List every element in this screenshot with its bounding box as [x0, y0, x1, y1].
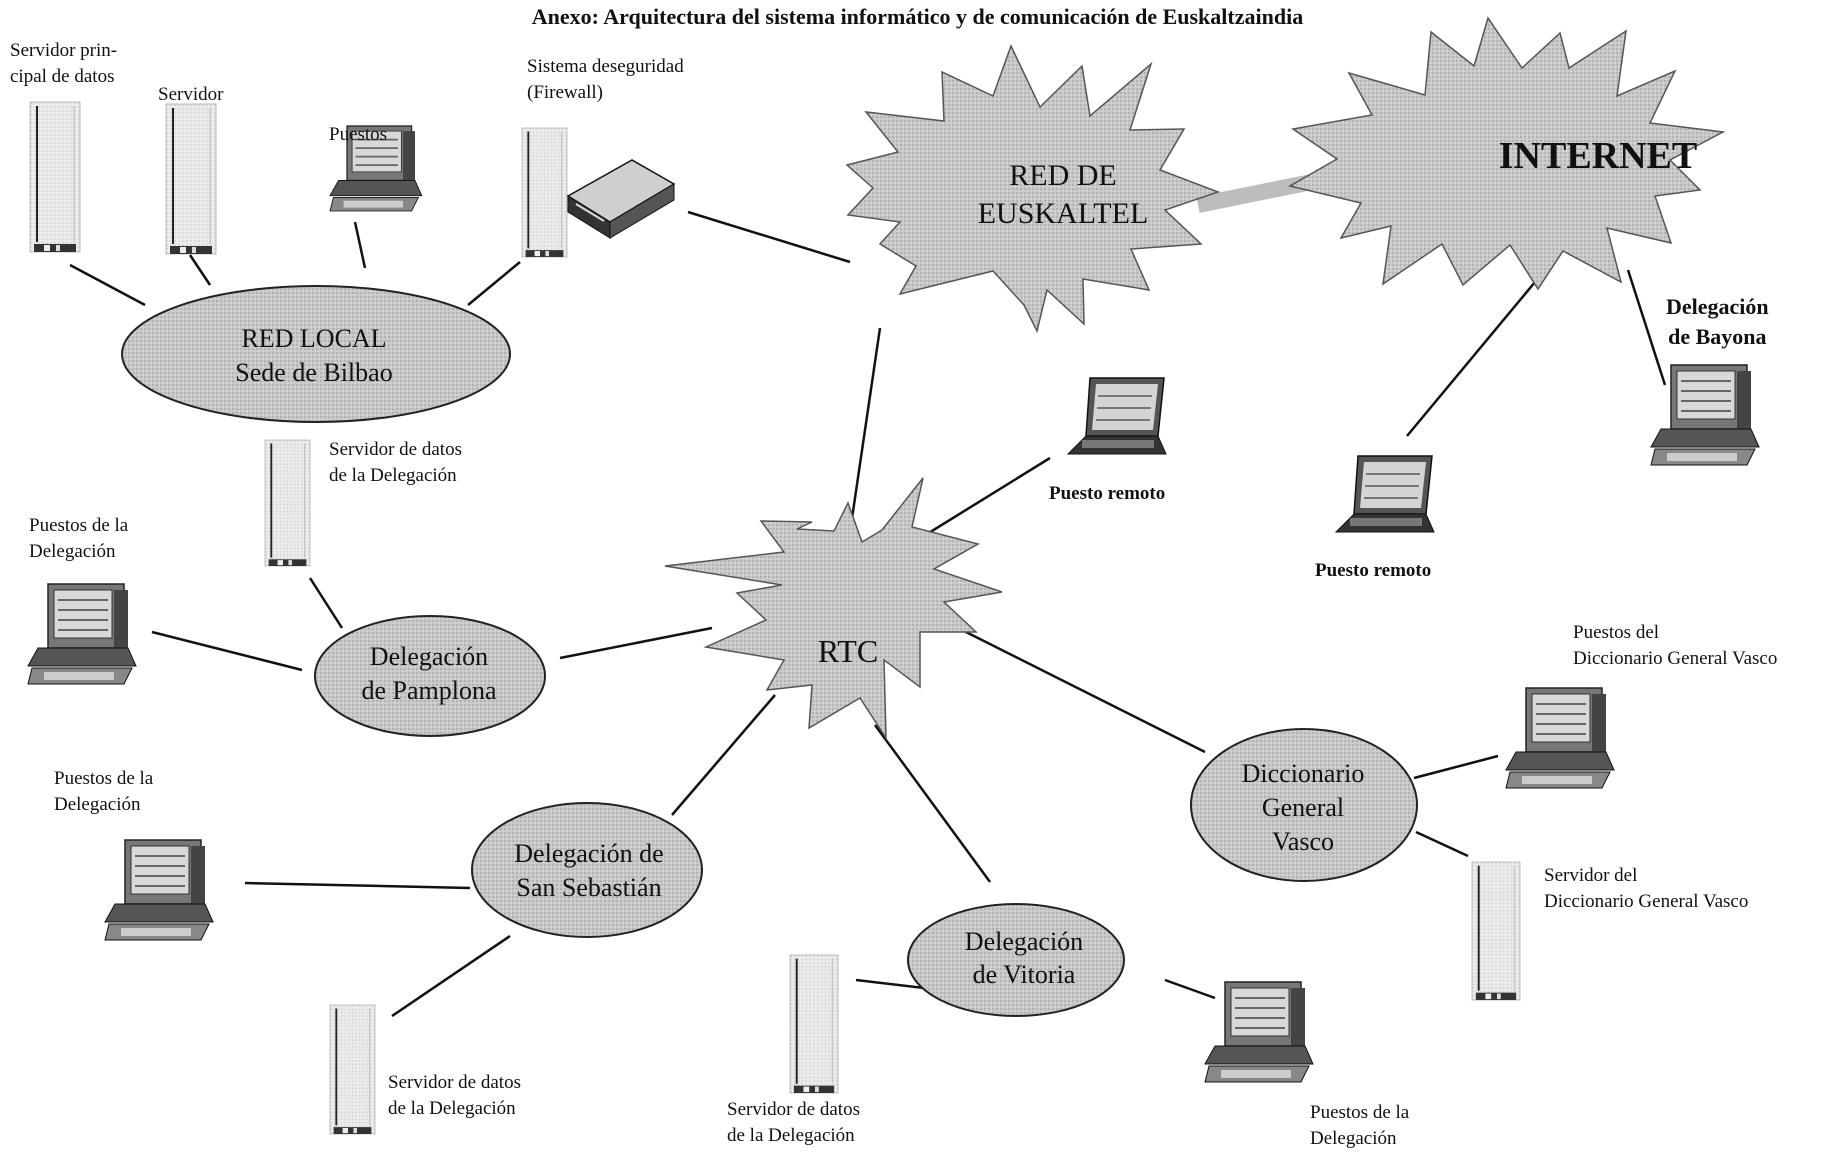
- cloud-rtc: RTC: [664, 477, 1003, 741]
- cloud-euskaltel: RED DE EUSKALTEL: [845, 44, 1221, 334]
- ellipse-vitoria-line1: Delegación: [965, 927, 1083, 956]
- label-puestos-pamplona: Puestos de la Delegación: [29, 515, 129, 562]
- label-firewall: Sistema deseguridad (Firewall): [527, 56, 684, 103]
- ellipse-diccionario-line2: General: [1262, 793, 1344, 822]
- firewall-device-icon: [566, 159, 676, 239]
- label-puestos-diccionario: Puestos del Diccionario General Vasco: [1573, 622, 1778, 669]
- server-tower-icon: [789, 954, 839, 1094]
- desktop-pc-icon: [104, 839, 214, 941]
- desktop-pc-icon: [1505, 687, 1615, 789]
- ellipse-vitoria-line2: de Vitoria: [973, 960, 1076, 989]
- label-servidor: Servidor: [158, 84, 224, 105]
- server-tower-icon: [165, 103, 217, 255]
- label-puestos: Puestos: [329, 124, 388, 145]
- server-tower-icon: [329, 1004, 376, 1135]
- label-servidor-pamplona: Servidor de datos de la Delegación: [329, 439, 462, 486]
- label-puesto-remoto-2: Puesto remoto: [1315, 560, 1432, 581]
- label-bayona: Delegación de Bayona: [1666, 294, 1769, 349]
- server-tower-icon: [29, 101, 81, 253]
- label-servidor-vitoria: Servidor de datos de la Delegación: [727, 1099, 860, 1146]
- label-puestos-sansebastian: Puestos de la Delegación: [54, 768, 154, 815]
- server-tower-icon: [521, 127, 568, 258]
- cloud-rtc-label: RTC: [818, 633, 878, 669]
- diagram-title: Anexo: Arquitectura del sistema informát…: [531, 4, 1304, 29]
- ellipse-vitoria: Delegación de Vitoria: [907, 903, 1125, 1017]
- label-puestos-vitoria: Puestos de la Delegación: [1310, 1102, 1410, 1149]
- ellipse-diccionario-line1: Diccionario: [1242, 759, 1365, 788]
- ellipse-diccionario: Diccionario General Vasco: [1190, 728, 1418, 882]
- ellipse-sansebastian: Delegación de San Sebastián: [471, 802, 703, 938]
- connection-lines: [69, 210, 1667, 1018]
- desktop-pc-icon: [1204, 981, 1314, 1083]
- cloud-euskaltel-line2: EUSKALTEL: [978, 197, 1149, 230]
- ellipse-sansebastian-line1: Delegación de: [514, 839, 663, 868]
- ellipse-sansebastian-line2: San Sebastián: [516, 873, 661, 902]
- ellipse-pamplona: Delegación de Pamplona: [314, 615, 546, 737]
- cloud-internet: INTERNET: [1287, 16, 1726, 291]
- ellipse-pamplona-line1: Delegación: [370, 642, 488, 671]
- desktop-pc-icon: [1650, 364, 1760, 466]
- ellipse-pamplona-line2: de Pamplona: [361, 676, 496, 705]
- label-servidor-diccionario: Servidor del Diccionario General Vasco: [1544, 865, 1749, 912]
- desktop-pc-icon: [27, 583, 137, 685]
- ellipse-bilbao-line1: RED LOCAL: [241, 324, 386, 353]
- server-tower-icon: [1471, 861, 1521, 1001]
- label-servidor-principal: Servidor prin- cipal de datos: [10, 40, 118, 87]
- laptop-icon: [1067, 377, 1167, 455]
- label-servidor-sansebastian: Servidor de datos de la Delegación: [388, 1072, 521, 1119]
- server-tower-icon: [264, 439, 311, 567]
- ellipse-bilbao: RED LOCAL Sede de Bilbao: [121, 285, 511, 423]
- ellipse-bilbao-line2: Sede de Bilbao: [235, 358, 392, 387]
- laptop-icon: [1335, 455, 1435, 533]
- ellipse-diccionario-line3: Vasco: [1272, 827, 1334, 856]
- label-puesto-remoto-1: Puesto remoto: [1049, 483, 1166, 504]
- cloud-euskaltel-line1: RED DE: [1009, 159, 1117, 192]
- cloud-internet-label: INTERNET: [1499, 135, 1698, 177]
